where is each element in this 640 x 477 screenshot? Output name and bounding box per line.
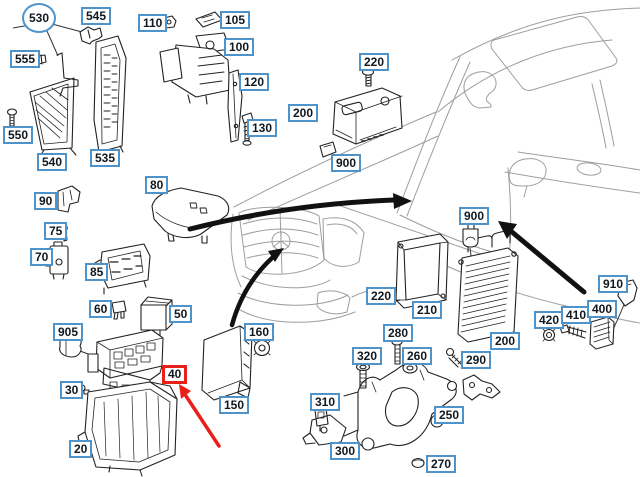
part-label-30[interactable]: 30 — [60, 381, 84, 399]
part-label-550[interactable]: 550 — [3, 126, 34, 144]
part-label-420[interactable]: 420 — [534, 311, 565, 329]
part-290-screw — [445, 347, 462, 368]
part-40-fusebox — [87, 329, 164, 395]
part-label-400[interactable]: 400 — [587, 300, 618, 318]
part-label-320[interactable]: 320 — [352, 347, 383, 365]
part-label-545[interactable]: 545 — [81, 7, 112, 25]
part-label-220[interactable]: 220 — [366, 287, 397, 305]
part-150-module — [201, 325, 253, 401]
part-label-160[interactable]: 160 — [244, 323, 275, 341]
part-200-ecu-top — [332, 87, 403, 145]
part-label-150[interactable]: 150 — [219, 396, 250, 414]
part-label-555[interactable]: 555 — [10, 50, 41, 68]
part-545 — [79, 26, 103, 45]
part-420-nut — [542, 328, 556, 342]
part-540-bracket — [29, 52, 79, 157]
part-85-frame — [94, 243, 151, 295]
part-label-530[interactable]: 530 — [22, 3, 56, 33]
part-label-280[interactable]: 280 — [383, 324, 414, 342]
part-label-100[interactable]: 100 — [224, 38, 255, 56]
part-70-relay — [45, 241, 69, 280]
part-label-130[interactable]: 130 — [247, 119, 278, 137]
part-label-200[interactable]: 200 — [288, 104, 319, 122]
arrow-sensor-to-door — [509, 229, 587, 295]
part-label-105[interactable]: 105 — [220, 11, 251, 29]
part-label-290[interactable]: 290 — [461, 351, 492, 369]
part-label-905[interactable]: 905 — [53, 323, 84, 341]
part-label-70[interactable]: 70 — [30, 248, 54, 266]
part-200-ecu-bottom — [457, 230, 519, 343]
part-label-270[interactable]: 270 — [426, 455, 457, 473]
highlight-arrow — [179, 384, 221, 448]
arrow-fusebox-to-car-head — [393, 193, 412, 209]
part-label-300[interactable]: 300 — [330, 442, 361, 460]
part-50-relay — [140, 296, 173, 337]
annotation-arrows — [187, 193, 587, 328]
part-label-200[interactable]: 200 — [490, 332, 521, 350]
part-290-bracket — [462, 374, 501, 401]
arrow-fusebox-to-car — [187, 197, 397, 232]
part-label-535[interactable]: 535 — [90, 149, 121, 167]
part-label-910[interactable]: 910 — [598, 275, 629, 293]
part-label-20[interactable]: 20 — [69, 440, 93, 458]
part-270-grommet — [411, 457, 425, 469]
leader-530-c — [46, 30, 59, 57]
part-label-75[interactable]: 75 — [44, 222, 68, 240]
part-label-260[interactable]: 260 — [402, 347, 433, 365]
part-label-900[interactable]: 900 — [459, 207, 490, 225]
leader-530-b — [51, 23, 83, 33]
part-550-screw — [6, 108, 18, 127]
part-label-120[interactable]: 120 — [239, 73, 270, 91]
part-label-80[interactable]: 80 — [145, 176, 169, 194]
part-label-85[interactable]: 85 — [85, 263, 109, 281]
part-label-50[interactable]: 50 — [169, 305, 193, 323]
arrow-sensor-to-door-head — [498, 221, 517, 239]
part-label-250[interactable]: 250 — [434, 406, 465, 424]
part-label-60[interactable]: 60 — [89, 300, 113, 318]
part-label-40-highlighted[interactable]: 40 — [162, 365, 188, 384]
part-label-220[interactable]: 220 — [359, 53, 390, 71]
part-label-900[interactable]: 900 — [331, 154, 362, 172]
part-900-sensor-door — [462, 223, 479, 248]
part-60-puller — [111, 300, 127, 320]
part-label-310[interactable]: 310 — [310, 393, 341, 411]
part-120-bracket — [227, 69, 243, 143]
part-label-110[interactable]: 110 — [138, 14, 168, 32]
part-90-bracket — [57, 185, 81, 213]
part-label-540[interactable]: 540 — [37, 153, 68, 171]
part-label-410[interactable]: 410 — [561, 306, 592, 324]
part-label-90[interactable]: 90 — [34, 192, 58, 210]
car-outline — [230, 7, 640, 324]
part-535-panel — [93, 35, 127, 159]
arrow-radar-to-grille — [229, 255, 275, 328]
arrow-radar-to-grille-head — [268, 248, 284, 262]
part-900-sensor-top — [319, 141, 337, 158]
part-210-frame — [389, 233, 449, 309]
part-label-210[interactable]: 210 — [412, 301, 443, 319]
